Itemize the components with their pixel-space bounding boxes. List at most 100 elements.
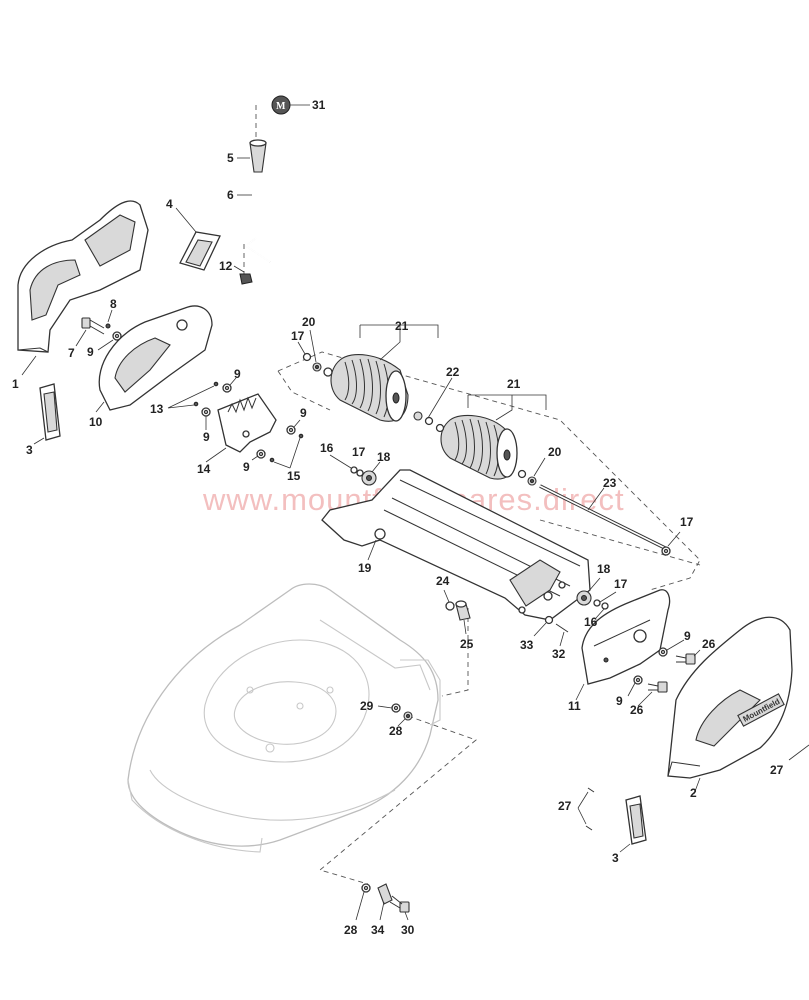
part-9-washer-e bbox=[251, 449, 266, 461]
part-16-washer-left bbox=[329, 454, 358, 474]
callout-9-e: 9 bbox=[243, 460, 250, 474]
part-21-roller-left bbox=[330, 324, 439, 422]
callout-10: 10 bbox=[89, 415, 103, 429]
part-30-bolt bbox=[389, 895, 410, 921]
part-29-washer bbox=[377, 703, 401, 713]
part-6-rod bbox=[237, 182, 271, 263]
part-27-edge-leader bbox=[788, 744, 809, 761]
part-18-bush-left bbox=[361, 461, 381, 486]
callout-30: 30 bbox=[401, 923, 415, 937]
part-3-right-hinge bbox=[619, 795, 647, 853]
part-14-height-adjuster bbox=[205, 393, 277, 463]
callout-4: 4 bbox=[166, 197, 173, 211]
part-22-spacers bbox=[413, 377, 453, 433]
callout-7: 7 bbox=[68, 346, 75, 360]
part-8-pin bbox=[105, 309, 113, 329]
callout-26-upper: 26 bbox=[702, 637, 716, 651]
callout-2: 2 bbox=[690, 786, 697, 800]
part-4-bracket bbox=[175, 207, 221, 271]
callout-31: 31 bbox=[312, 98, 326, 112]
callout-28-lower: 28 bbox=[344, 923, 358, 937]
callout-28-upper: 28 bbox=[389, 724, 403, 738]
part-5-knob bbox=[237, 139, 267, 173]
part-17-washer-left bbox=[297, 341, 312, 362]
part-21-roller-right bbox=[440, 394, 547, 480]
callout-24: 24 bbox=[436, 574, 450, 588]
callout-32: 32 bbox=[552, 647, 566, 661]
callout-27-lower: 27 bbox=[558, 799, 572, 813]
callout-33: 33 bbox=[520, 638, 534, 652]
callout-17-axle: 17 bbox=[680, 515, 694, 529]
callout-13: 13 bbox=[150, 402, 164, 416]
assembly-guides bbox=[243, 105, 701, 885]
part-27-screws bbox=[577, 787, 595, 831]
callout-9-a: 9 bbox=[87, 345, 94, 359]
part-16-washer-right bbox=[595, 602, 609, 619]
callout-8: 8 bbox=[110, 297, 117, 311]
part-11-right-plate bbox=[575, 589, 671, 701]
callout-20-right: 20 bbox=[548, 445, 562, 459]
part-17-washer-right bbox=[593, 591, 617, 607]
callout-9-g: 9 bbox=[616, 694, 623, 708]
callout-6: 6 bbox=[227, 188, 234, 202]
svg-text:M: M bbox=[276, 101, 286, 112]
part-28-bush-upper bbox=[397, 711, 413, 727]
part-26-bolt-lower bbox=[637, 681, 668, 707]
part-19-roller-frame bbox=[321, 469, 591, 621]
part-left-roller-washer bbox=[323, 367, 333, 377]
part-9-washer-g bbox=[627, 675, 643, 697]
part-25-spacer bbox=[455, 600, 471, 635]
part-13-fixings bbox=[167, 381, 219, 409]
callout-20-left: 20 bbox=[302, 315, 316, 329]
part-17-washer-axle bbox=[661, 531, 681, 556]
callout-19: 19 bbox=[358, 561, 372, 575]
part-12-clip bbox=[233, 265, 253, 285]
part-9-washer-f bbox=[658, 639, 685, 657]
callout-9-d: 9 bbox=[300, 406, 307, 420]
callout-9-b: 9 bbox=[234, 367, 241, 381]
part-9-washer-d bbox=[286, 419, 301, 435]
callout-9-f: 9 bbox=[684, 629, 691, 643]
callout-22: 22 bbox=[446, 365, 460, 379]
callout-18-left: 18 bbox=[377, 450, 391, 464]
callout-15: 15 bbox=[287, 469, 301, 483]
callout-26-lower: 26 bbox=[630, 703, 644, 717]
callout-5: 5 bbox=[227, 151, 234, 165]
callout-29: 29 bbox=[360, 699, 374, 713]
part-20-bearing-right bbox=[517, 457, 546, 486]
part-9-washer-c bbox=[201, 407, 211, 430]
part-33-washer bbox=[533, 615, 554, 637]
callout-17-left: 17 bbox=[291, 329, 305, 343]
callout-27-right: 27 bbox=[770, 763, 784, 777]
callout-21-right: 21 bbox=[507, 377, 521, 391]
part-23-axle bbox=[539, 484, 666, 550]
part-20-bearing-left bbox=[309, 329, 322, 372]
callout-labels: 31 5 6 4 12 1 7 8 9 10 3 13 9 9 14 9 15 … bbox=[12, 98, 784, 937]
callout-9-c: 9 bbox=[203, 430, 210, 444]
callout-12: 12 bbox=[219, 259, 233, 273]
callout-34: 34 bbox=[371, 923, 385, 937]
part-2-right-cover: Mountfield bbox=[667, 616, 793, 795]
part-3-left-hinge bbox=[33, 383, 61, 445]
part-7-bolt bbox=[75, 317, 105, 347]
callout-17-right: 17 bbox=[614, 577, 628, 591]
callout-23: 23 bbox=[603, 476, 617, 490]
callout-14: 14 bbox=[197, 462, 211, 476]
part-28-washer-lower bbox=[355, 883, 371, 921]
callout-1: 1 bbox=[12, 377, 19, 391]
callout-25: 25 bbox=[460, 637, 474, 651]
part-26-bolt-upper bbox=[675, 649, 701, 665]
part-9-washer-b bbox=[222, 377, 237, 393]
part-17-washer-mid bbox=[356, 469, 364, 477]
part-34-spacer bbox=[377, 883, 393, 921]
callout-16-left: 16 bbox=[320, 441, 334, 455]
part-1-left-cover bbox=[17, 200, 149, 376]
callout-16-right: 16 bbox=[584, 615, 598, 629]
mower-deck bbox=[127, 583, 441, 853]
callout-11: 11 bbox=[568, 699, 581, 713]
callout-17-mid: 17 bbox=[352, 445, 366, 459]
callout-3-right: 3 bbox=[612, 851, 619, 865]
part-10-side-plate bbox=[95, 305, 213, 413]
callout-18-right: 18 bbox=[597, 562, 611, 576]
